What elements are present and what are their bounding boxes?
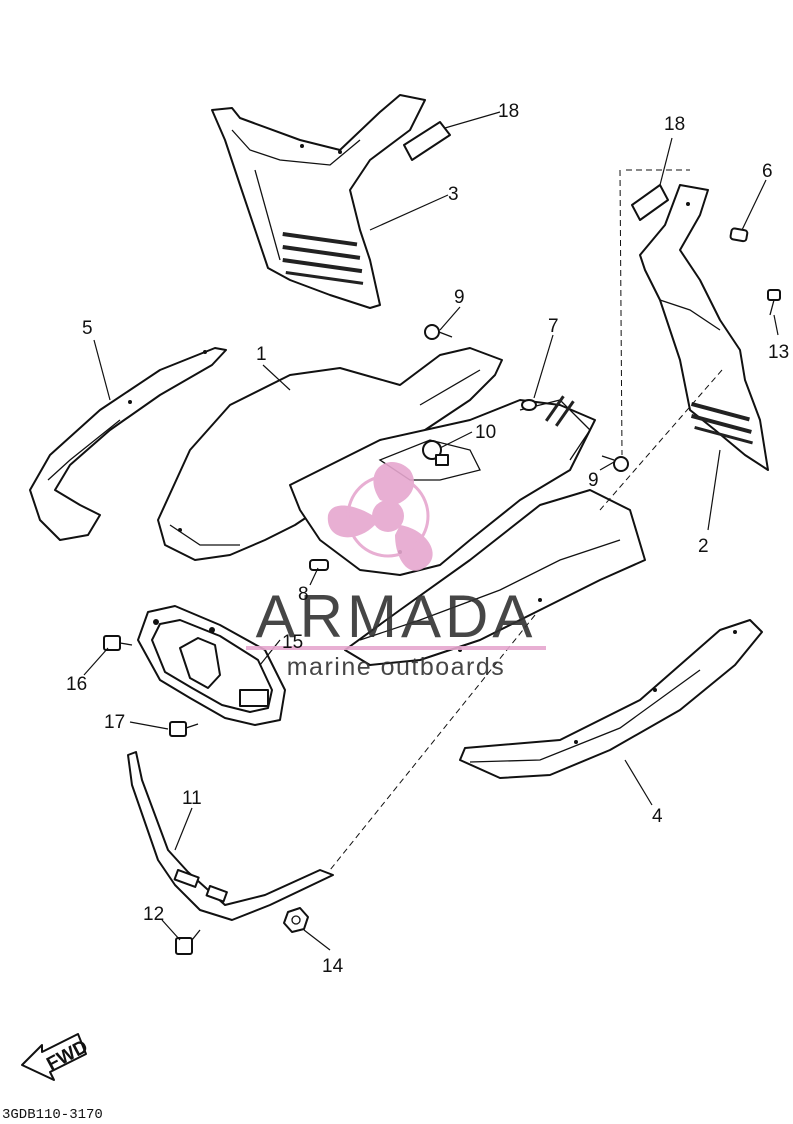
callout-17: 17 [104, 712, 125, 733]
forward-direction-arrow-icon: FWD [21, 1033, 91, 1081]
fastener-8-clip [309, 559, 329, 571]
fastener-9-bolt-upper [424, 324, 453, 340]
callout-1: 1 [256, 344, 267, 365]
part-15-bracket-frame [137, 605, 286, 726]
fastener-16-bolt [103, 635, 133, 651]
diagram-code: 3GDB110-3170 [2, 1107, 103, 1123]
callout-13: 13 [768, 342, 789, 363]
callout-5: 5 [82, 318, 93, 339]
callout-8: 8 [298, 584, 309, 605]
callout-10: 10 [475, 422, 496, 443]
watermark-brand: ARMADA [256, 583, 537, 650]
callout-2: 2 [698, 536, 709, 557]
fastener-9-bolt-right [601, 455, 629, 472]
assembly-lines [329, 169, 723, 871]
callout-18-right: 18 [664, 114, 685, 135]
fastener-10-clip [422, 440, 449, 466]
part-18-pad-right [631, 184, 669, 221]
fastener-17-bolt [169, 721, 199, 737]
fastener-14-nut [283, 907, 309, 933]
part-18-pad-upper [403, 121, 451, 161]
part-11-stay-rod [127, 751, 334, 921]
leader-lines [83, 111, 779, 951]
callout-11: 11 [182, 788, 202, 809]
callout-labels: 1 2 3 4 5 6 7 8 9 9 10 11 12 13 14 15 16… [66, 101, 789, 977]
propeller-logo-icon [327, 461, 433, 571]
part-5-left-flap [29, 347, 227, 541]
part-4-right-flap [459, 619, 763, 779]
callout-6: 6 [762, 161, 773, 182]
callout-9-right: 9 [588, 470, 599, 491]
watermark-tagline: marine outboards [287, 653, 506, 681]
callout-9-upper: 9 [454, 287, 465, 308]
callout-4: 4 [652, 806, 663, 827]
callout-3: 3 [448, 184, 459, 205]
callout-14: 14 [322, 956, 344, 977]
fastener-6-bolt [729, 227, 749, 243]
part-2-right-side-cover [639, 184, 769, 471]
callout-15: 15 [282, 632, 303, 653]
callout-7: 7 [548, 316, 559, 337]
armada-watermark: ARMADA marine outboards [246, 461, 546, 681]
callout-16: 16 [66, 674, 87, 695]
fastener-13-bolt [767, 289, 781, 316]
callout-18-upper: 18 [498, 101, 519, 122]
fastener-12-bolt [175, 929, 201, 955]
fastener-7-washer [521, 399, 537, 411]
part-3-left-side-cover [211, 94, 426, 309]
callout-12: 12 [143, 904, 164, 925]
